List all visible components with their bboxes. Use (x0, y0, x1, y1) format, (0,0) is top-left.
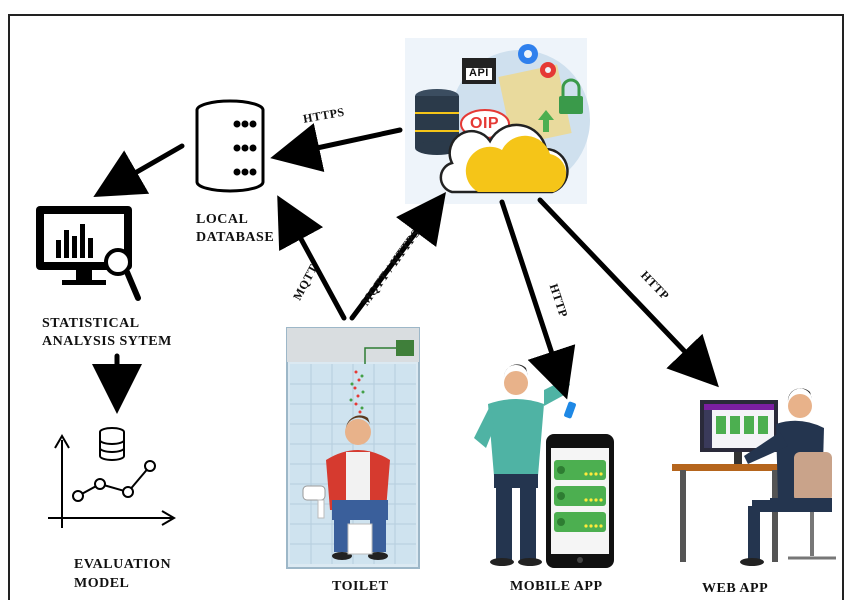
cloud-icon (439, 123, 569, 194)
local-database-icon (195, 99, 265, 193)
arrow-mqtt-https-toilet-to-cloud (349, 191, 446, 321)
arrow-https-cloud-to-db (270, 123, 403, 172)
stat-analysis-label-line2: ANALYSIS SYTEM (42, 334, 172, 349)
sensor-board-icon (396, 340, 414, 356)
evaluation-model-label-line2: MODEL (74, 576, 130, 591)
oip-logo-label: OIP (470, 115, 500, 132)
diagram-frame (8, 14, 844, 600)
cloud-platform-image (405, 38, 590, 204)
connection-arrows (92, 123, 719, 414)
arrow-db-to-stats (93, 143, 185, 197)
local-database-label-line1: LOCAL (196, 212, 249, 227)
api-badge-label: API (469, 67, 489, 79)
mobile-user-image (474, 364, 614, 568)
arrow-http-cloud-to-web (537, 197, 719, 388)
stat-analysis-label-line1: STATISTICAL (42, 316, 140, 331)
mobile-app-label: MOBILE APP (510, 579, 603, 594)
lock-icon (559, 78, 583, 114)
web-app-label: WEB APP (702, 581, 769, 596)
local-database-label-line2: DATABASE (196, 230, 275, 245)
toilet-scene-image (286, 327, 420, 569)
toilet-label: TOILET (332, 579, 389, 594)
statistics-monitor-icon (36, 206, 141, 301)
arrow-http-cloud-to-mobile (499, 199, 576, 400)
evaluation-model-label-line1: EVALUATION (74, 557, 172, 572)
web-user-image (672, 388, 836, 566)
server-stack-icon (415, 89, 459, 155)
arrow-mqtt-toilet-to-db (277, 195, 347, 321)
evaluation-chart-icon (48, 427, 176, 528)
